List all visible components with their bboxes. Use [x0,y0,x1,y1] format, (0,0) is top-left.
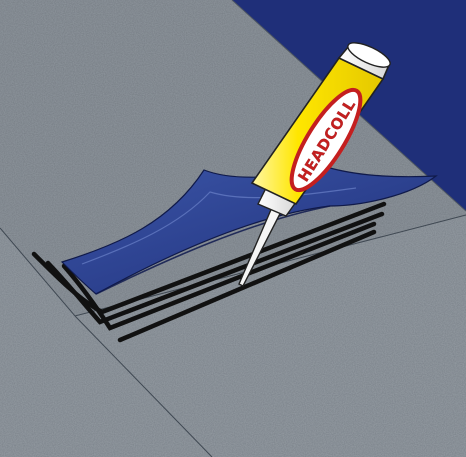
roofing-adhesive-illustration: HEADCOLL [0,0,466,457]
illustration-canvas: HEADCOLL [0,0,466,457]
